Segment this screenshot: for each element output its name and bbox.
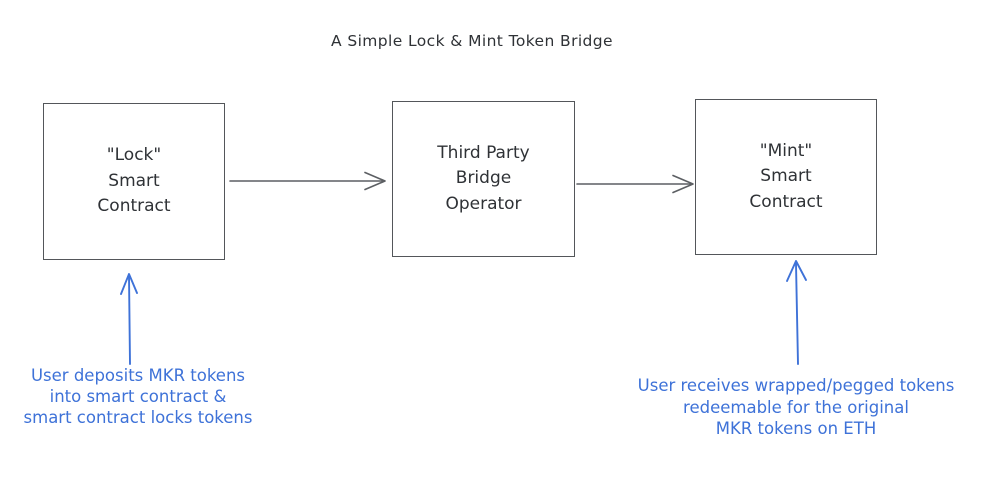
node-label-line: Smart bbox=[760, 166, 812, 187]
annotation-line: smart contract locks tokens bbox=[23, 408, 253, 427]
node-label-line: Contract bbox=[97, 196, 171, 217]
annotation-line: MKR tokens on ETH bbox=[715, 419, 877, 438]
node-label-line: Bridge bbox=[455, 168, 512, 189]
arrow-receive-up-icon bbox=[786, 260, 807, 365]
node-label-line: "Lock" bbox=[106, 145, 162, 166]
annotation-line: into smart contract & bbox=[49, 387, 227, 406]
node-label-line: Operator bbox=[445, 193, 522, 214]
annotation-receive: User receives wrapped/pegged tokens rede… bbox=[622, 375, 970, 440]
node-label-line: "Mint" bbox=[759, 140, 813, 161]
arrow-deposit-up-icon bbox=[120, 273, 138, 365]
arrow-lock-to-bridge-icon bbox=[229, 171, 386, 191]
annotation-line: redeemable for the original bbox=[683, 397, 909, 417]
diagram-title: A Simple Lock & Mint Token Bridge bbox=[331, 32, 613, 50]
node-label-line: Third Party bbox=[437, 142, 530, 163]
arrow-bridge-to-mint-icon bbox=[576, 174, 694, 194]
node-lock-smart-contract: "Lock" Smart Contract bbox=[43, 103, 225, 260]
node-mint-smart-contract: "Mint" Smart Contract bbox=[695, 99, 877, 255]
annotation-line: User receives wrapped/pegged tokens bbox=[637, 376, 955, 395]
node-label-line: Contract bbox=[749, 191, 823, 212]
annotation-deposit: User deposits MKR tokens into smart cont… bbox=[7, 365, 269, 428]
annotation-line: User deposits MKR tokens bbox=[30, 366, 246, 385]
node-third-party-bridge-operator: Third Party Bridge Operator bbox=[392, 101, 575, 257]
node-label-line: Smart bbox=[108, 170, 160, 191]
